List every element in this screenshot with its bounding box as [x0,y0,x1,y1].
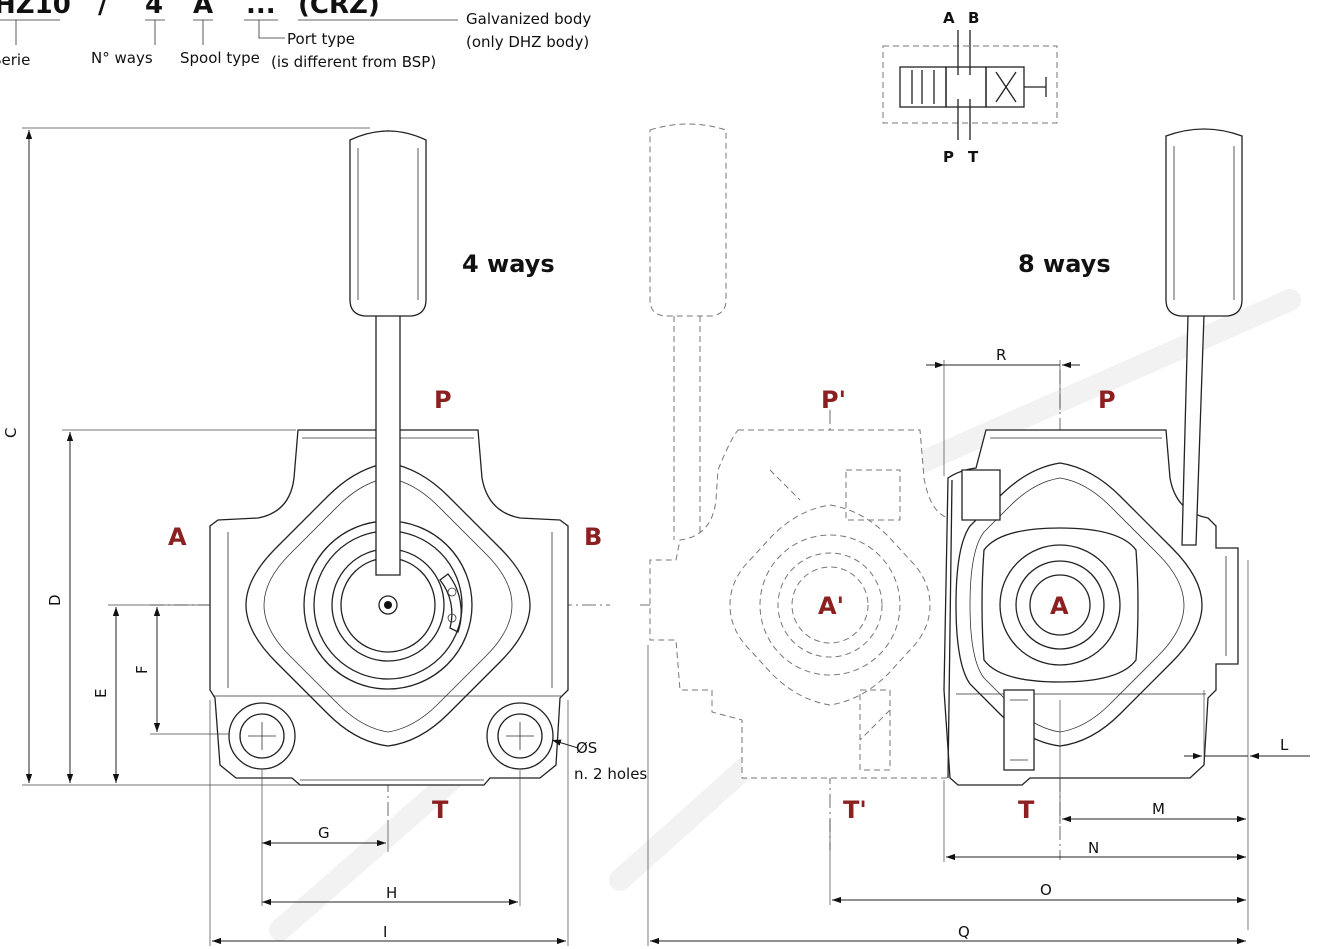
four-ways-port-t: T [432,796,449,824]
four-ways-title: 4 ways [462,250,555,278]
eight-ways-port-p: P [1098,386,1116,414]
four-ways-port-p: P [434,386,452,414]
four-ways-dimensions: C D E F G H I [2,127,569,946]
four-ways-lever [375,314,401,576]
dim-l-label: L [1280,736,1289,754]
dim-m-label: M [1152,800,1165,818]
ghost-body [649,123,949,779]
symbol-port-p: P [943,148,954,166]
dim-e-label: E [92,689,110,698]
hole-diameter-label: ØS [576,739,597,757]
symbol-port-t: T [968,148,979,166]
eight-ways-dimensions: R L M N O Q [647,346,1310,946]
symbol-port-b: B [968,9,979,27]
code-ways: 4 [145,0,163,20]
eight-ways-port-t: T [1018,796,1035,824]
code-serie: HZ10 [0,0,71,20]
dim-f-label: F [133,665,151,674]
label-serie: Serie [0,51,30,69]
eight-ways-port-a: A [1050,592,1069,620]
dim-d-label: D [46,594,64,606]
order-code: HZ10 / 4 A ... (CRZ) Serie N° ways Spool… [0,0,591,71]
dim-o-label: O [1040,881,1052,899]
label-ways: N° ways [91,49,153,67]
hydraulic-symbol: A B P T [882,9,1058,166]
code-spool: A [193,0,213,20]
symbol-port-a: A [943,9,955,27]
eight-ways-port-t-prime: T' [843,796,867,824]
label-spool: Spool type [180,49,260,67]
four-ways-port-b: B [584,523,602,551]
dim-c-label: C [2,428,20,438]
eight-ways-port-a-prime: A' [818,592,844,620]
hole-count-label: n. 2 holes [574,765,647,783]
four-ways-view: P A B T 4 ways ØS n. 2 holes [150,130,647,824]
label-galvanized: Galvanized body [466,10,591,28]
four-ways-port-a: A [168,523,187,551]
dim-h-label: H [386,884,397,902]
eight-ways-port-p-prime: P' [821,386,846,414]
dim-g-label: G [318,824,330,842]
eight-ways-view: P' P A' A T' T 8 ways [640,123,1243,860]
dim-q-label: Q [958,923,970,941]
dim-n-label: N [1088,839,1099,857]
code-galvanized: (CRZ) [298,0,380,20]
label-galvanized-note: (only DHZ body) [466,33,589,51]
code-port: ... [246,0,276,20]
dim-r-label: R [996,346,1006,364]
eight-ways-title: 8 ways [1018,250,1111,278]
dim-i-label: I [383,923,387,941]
label-port-type-note: (is different from BSP) [271,53,436,71]
code-slash: / [98,0,108,20]
label-port-type: Port type [287,30,355,48]
